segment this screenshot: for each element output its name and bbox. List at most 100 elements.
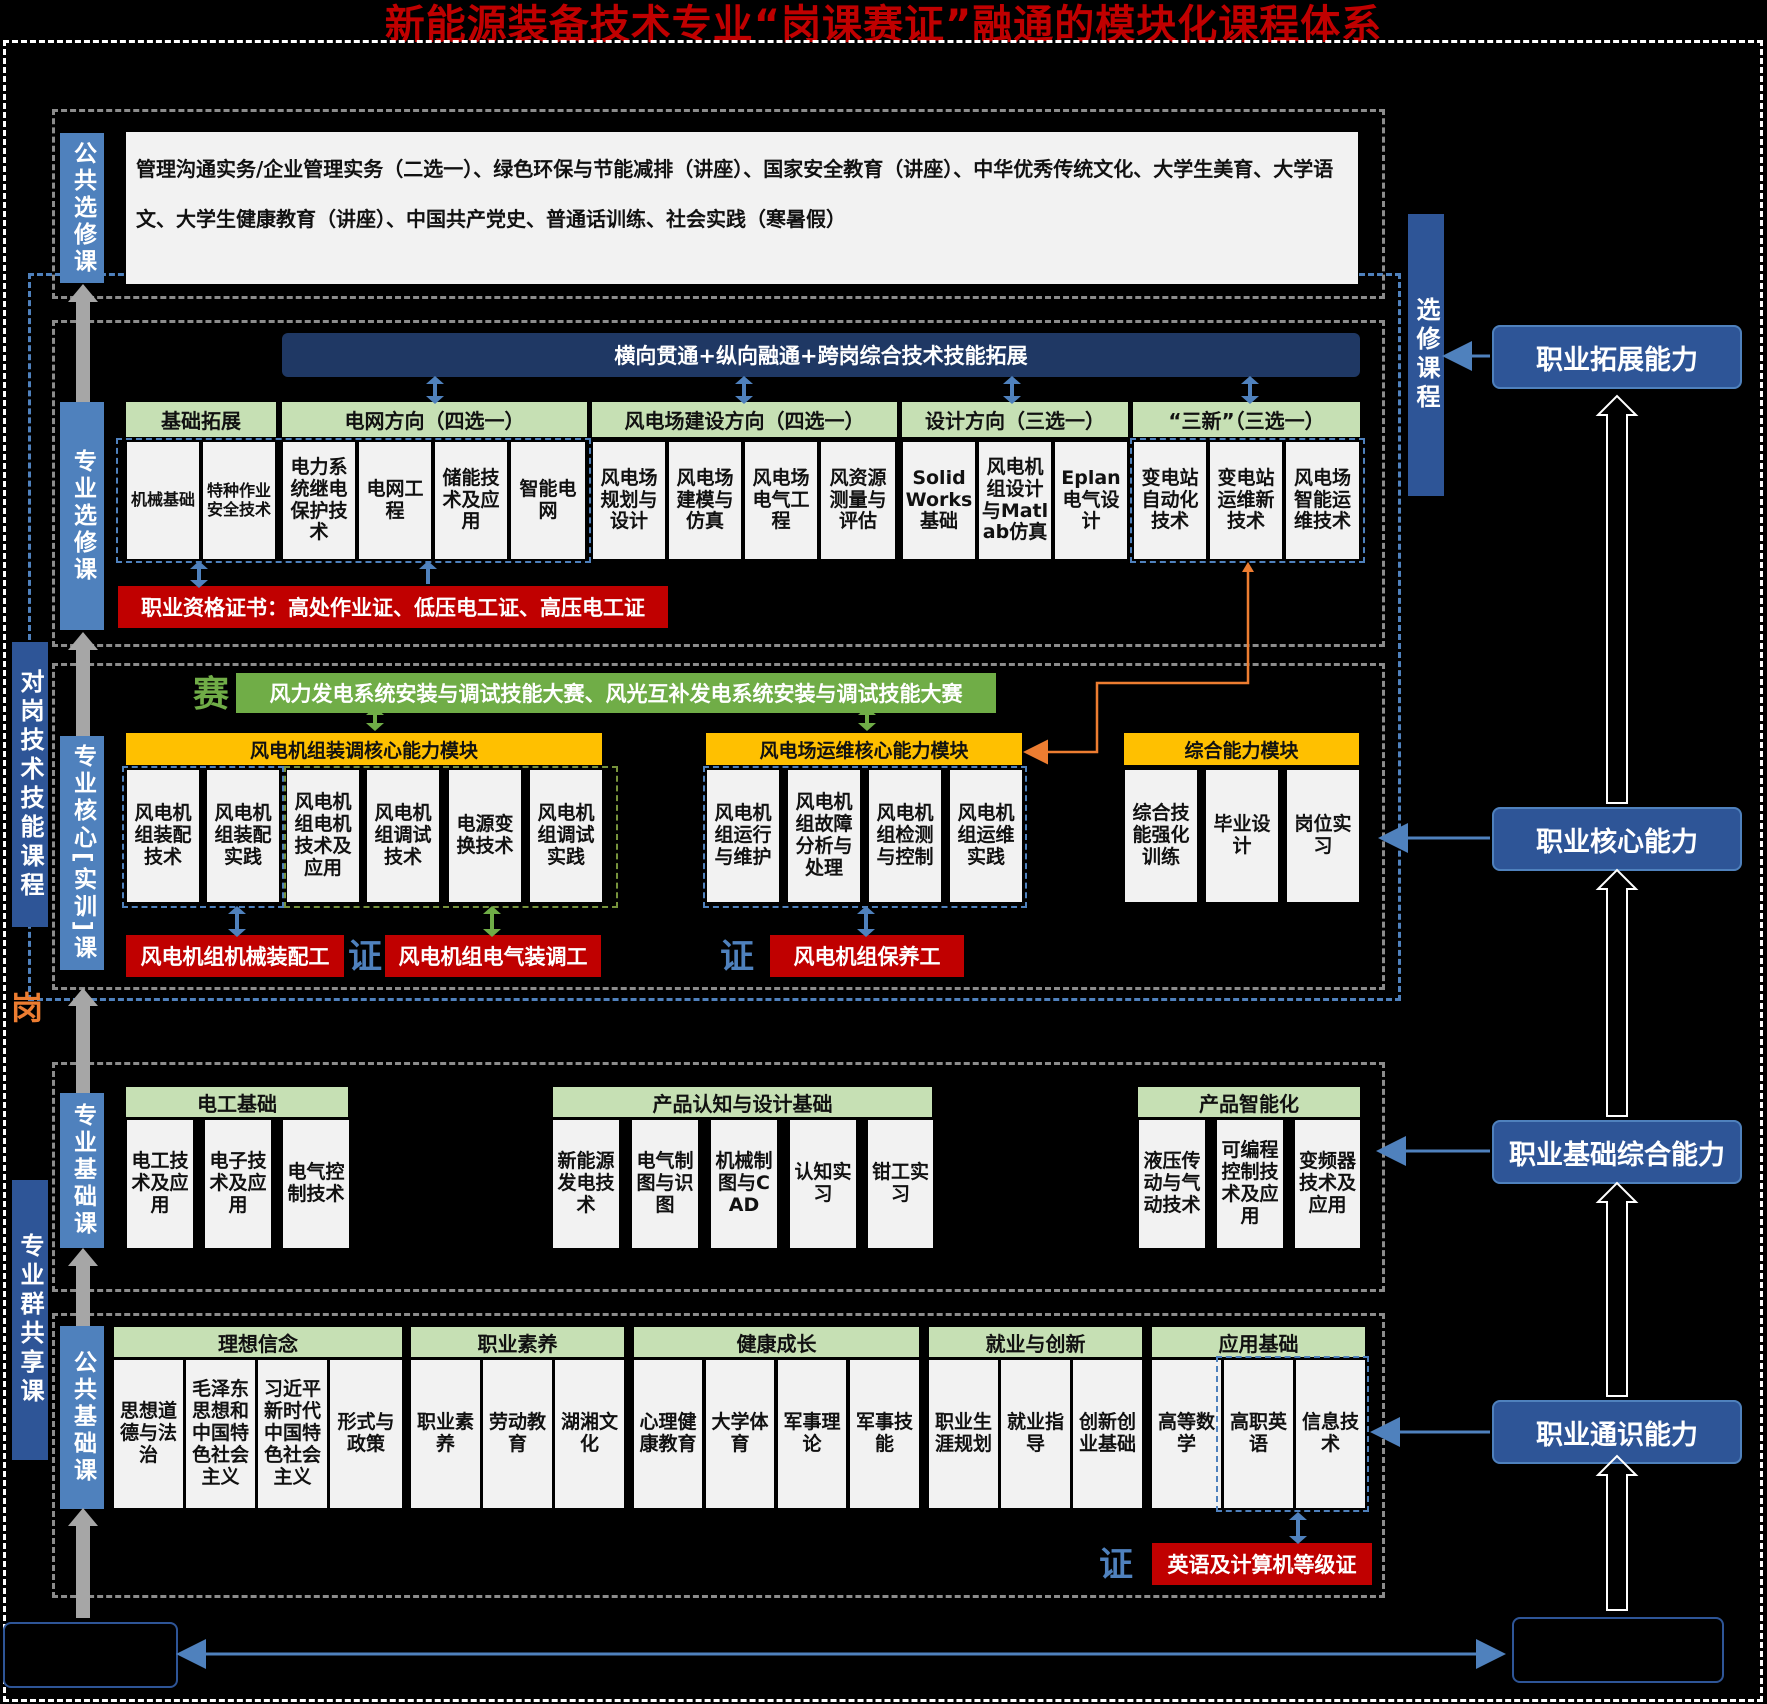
label-public-elective: 公共选修课 [60, 133, 104, 283]
elective-header-windfarm: 风电场建设方向（四选一） [592, 402, 897, 437]
core-header-comprehensive: 综合能力模块 [1124, 733, 1359, 765]
course-cell: 劳动教育 [483, 1360, 552, 1508]
core-outline-elec [284, 766, 618, 908]
public-outline-applied [1216, 1356, 1369, 1512]
arrow-up-4-head [68, 1248, 98, 1266]
arrow-up-5-head [68, 1508, 98, 1526]
arrow-up-5 [76, 1522, 90, 1618]
course-cell: 钳工实习 [868, 1120, 933, 1248]
arrow-up-1-head [68, 284, 98, 302]
course-cell: 风电机组调试实践 [530, 770, 602, 902]
cert-maintainer: 风电机组保养工 [770, 935, 964, 977]
course-cell: 军事技能 [850, 1360, 919, 1508]
label-elective: 选修课程 [1408, 214, 1444, 496]
course-cell: 信息技术 [1296, 1360, 1365, 1508]
core-outline-mech [122, 766, 284, 908]
course-cell: 岗位实习 [1287, 770, 1359, 902]
public-header-health: 健康成长 [634, 1327, 919, 1357]
course-cell: 风电机组调试技术 [367, 770, 439, 902]
course-cell: 储能技术及应用 [435, 442, 507, 559]
course-cell: 认知实习 [790, 1120, 856, 1248]
cert-elec-assembler: 风电机组电气装调工 [385, 935, 601, 977]
course-cell: 可编程控制技术及应用 [1217, 1120, 1283, 1248]
public-elective-text: 管理沟通实务/企业管理实务（二选一）、绿色环保与节能减排（讲座）、国家安全教育（… [126, 132, 1358, 284]
ability-general: 职业通识能力 [1492, 1400, 1742, 1464]
course-cell: 变电站运维新技术 [1210, 442, 1282, 559]
cross-banner: 横向贯通+纵向融通+跨岗综合技术技能拓展 [282, 333, 1360, 377]
course-cell: 创新创业基础 [1073, 1360, 1142, 1508]
course-cell: 风电机组装配技术 [127, 770, 199, 902]
course-cell: 变频器技术及应用 [1295, 1120, 1360, 1248]
major-basic-frame [52, 1062, 1385, 1292]
ability-core: 职业核心能力 [1492, 807, 1742, 871]
label-group-shared: 专业群共享课 [12, 1180, 48, 1460]
course-cell: 职业生涯规划 [929, 1360, 998, 1508]
label-major-core: 专业核心[实训]课 [60, 736, 104, 970]
course-cell: 新能源发电技术 [553, 1120, 619, 1248]
course-cell: 液压传动与气动技术 [1139, 1120, 1205, 1248]
elective-header-design: 设计方向（三选一） [902, 402, 1128, 437]
basic-header-product: 产品认知与设计基础 [553, 1087, 932, 1117]
arrow-up-1 [76, 298, 90, 402]
course-cell: 风电场电气工程 [745, 442, 817, 559]
cert-elective: 职业资格证书：高处作业证、低压电工证、高压电工证 [118, 586, 668, 628]
course-cell: Eplan电气设计 [1055, 442, 1127, 559]
course-cell: 风电机组运行与维护 [707, 770, 779, 902]
course-cell: 风电场建模与仿真 [669, 442, 741, 559]
sai-label: 赛 [193, 674, 230, 715]
public-basic-frame [52, 1313, 1385, 1598]
arrow-up-3-head [68, 988, 98, 1006]
course-cell: 电工技术及应用 [127, 1120, 193, 1248]
public-header-ideal: 理想信念 [114, 1327, 402, 1357]
course-cell: 综合技能强化训练 [1125, 770, 1197, 902]
elective-header-new: “三新”（三选一） [1133, 402, 1360, 437]
course-cell: 风资源测量与评估 [821, 442, 895, 559]
public-header-career: 就业与创新 [929, 1327, 1142, 1357]
course-cell: 风电机组设计与Matlab仿真 [979, 442, 1051, 559]
basic-header-smart: 产品智能化 [1138, 1087, 1360, 1117]
course-cell: 机械基础 [127, 442, 199, 559]
course-cell: 电源变换技术 [449, 770, 521, 902]
course-cell: 风电场智能运维技术 [1286, 442, 1359, 559]
label-major-basic: 专业基础课 [60, 1093, 104, 1248]
outer-frame [3, 40, 1763, 1702]
course-cell: 电子技术及应用 [205, 1120, 271, 1248]
course-cell: 思想道德与法治 [114, 1360, 183, 1508]
ability-extension: 职业拓展能力 [1492, 325, 1742, 389]
arrow-up-3 [76, 1002, 90, 1093]
course-cell: 特种作业安全技术 [203, 442, 275, 559]
course-cell: 职业素养 [411, 1360, 480, 1508]
course-cell: 就业指导 [1001, 1360, 1070, 1508]
course-cell: 风电机组运维实践 [950, 770, 1022, 902]
course-cell: 习近平新时代中国特色社会主义 [258, 1360, 327, 1508]
course-cell: 机械制图与CAD [711, 1120, 777, 1248]
zheng-label: 证 [720, 937, 754, 977]
gang-label: 岗 [11, 989, 44, 1027]
zheng-label: 证 [348, 937, 382, 977]
elective-outline-right [1130, 438, 1365, 563]
course-cell: 风电机组电机技术及应用 [287, 770, 359, 902]
course-cell: 风电场规划与设计 [593, 442, 665, 559]
course-cell: 电气制图与识图 [632, 1120, 698, 1248]
competition-banner: 风力发电系统安装与调试技能大赛、风光互补发电系统安装与调试技能大赛 [236, 673, 996, 713]
bottom-right-box [1512, 1617, 1724, 1683]
course-cell: 大学体育 [706, 1360, 774, 1508]
course-cell: 智能电网 [511, 442, 585, 559]
arrow-up-2 [76, 646, 90, 736]
label-job-courses: 对岗技术技能课程 [12, 642, 48, 927]
zheng-label: 证 [1099, 1545, 1133, 1585]
elective-outline-left [116, 438, 591, 563]
course-cell: 电力系统继电保护技术 [283, 442, 355, 559]
core-header-operation: 风电场运维核心能力模块 [706, 733, 1022, 765]
course-cell: SolidWorks基础 [903, 442, 975, 559]
cert-public: 英语及计算机等级证 [1152, 1543, 1372, 1585]
elective-header-basic: 基础拓展 [126, 402, 276, 437]
course-cell: 毛泽东思想和中国特色社会主义 [186, 1360, 255, 1508]
course-cell: 高等数学 [1152, 1360, 1221, 1508]
label-public-basic: 公共基础课 [60, 1326, 104, 1509]
course-cell: 湖湘文化 [555, 1360, 624, 1508]
course-cell: 毕业设计 [1206, 770, 1278, 902]
course-cell: 心理健康教育 [634, 1360, 702, 1508]
public-elective-frame [52, 109, 1385, 299]
